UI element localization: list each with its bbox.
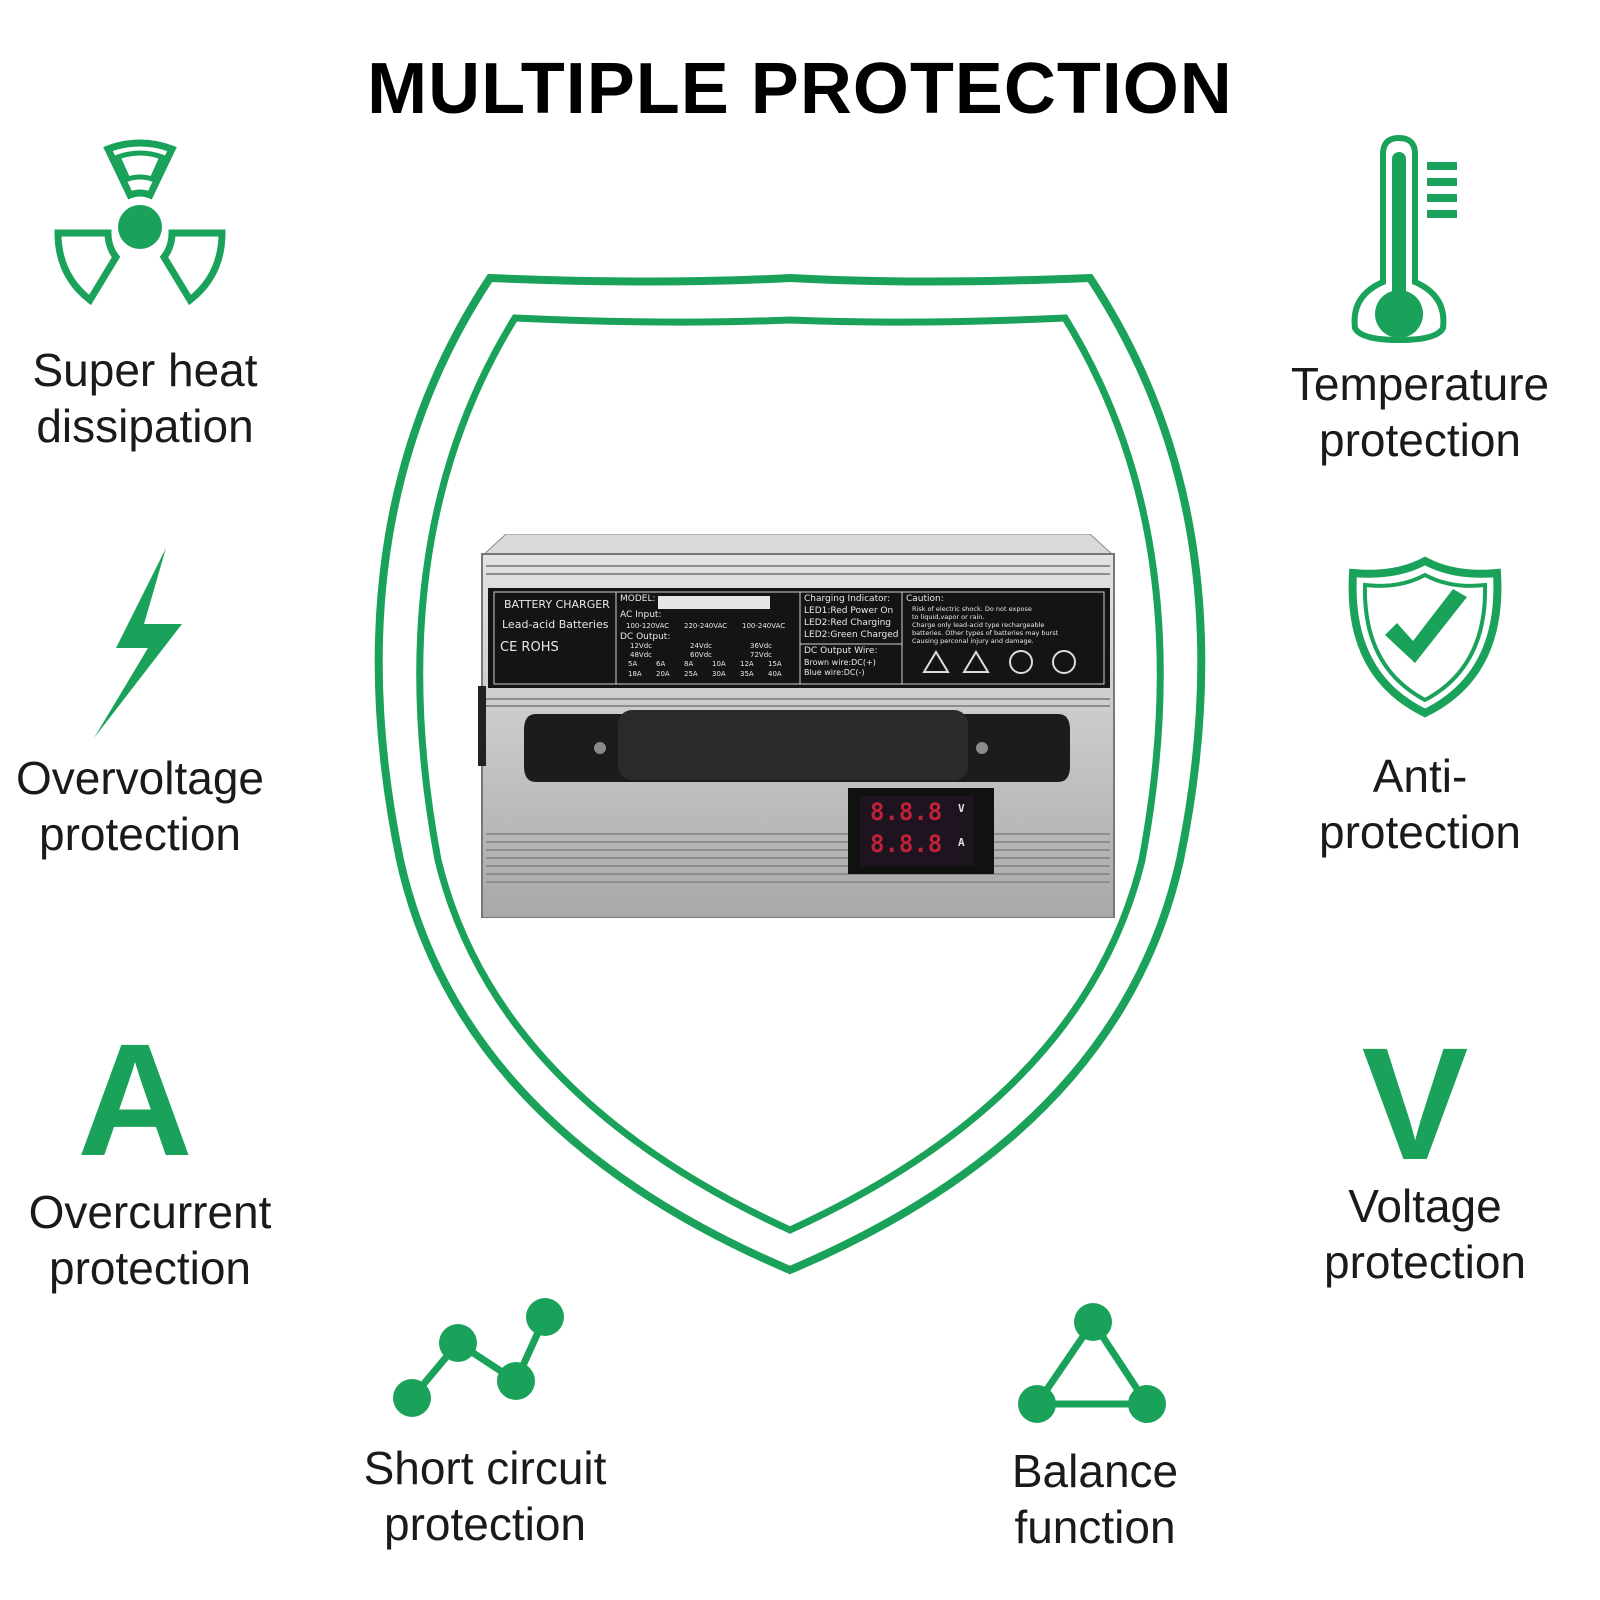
charger-ac-input-label: AC Input: xyxy=(620,610,662,620)
feature-super-heat-dissipation: Super heat dissipation xyxy=(32,344,258,452)
charger-wire-title: DC Output Wire: xyxy=(804,646,878,656)
charger-indicator-title: Charging Indicator: xyxy=(804,594,891,604)
charger-brand: BATTERY CHARGER xyxy=(504,598,610,611)
feature-short-circuit-protection: Short circuit protection xyxy=(363,1442,607,1550)
feature-temperature-protection: Temperature protection xyxy=(1290,358,1550,466)
display-unit-v: V xyxy=(958,802,965,815)
lightning-bolt-icon xyxy=(94,548,182,738)
letter-v-icon: V xyxy=(1361,1014,1469,1193)
charger-dc-output-label: DC Output: xyxy=(620,632,671,642)
radiation-icon xyxy=(54,139,226,306)
feature-voltage-protection: Voltage protection xyxy=(1323,1180,1526,1288)
display-unit-a: A xyxy=(958,836,965,849)
thermometer-icon xyxy=(1351,134,1457,344)
feature-overcurrent-protection: Overcurrent protection xyxy=(28,1186,272,1294)
charger-body xyxy=(478,534,1116,918)
zigzag-nodes-icon xyxy=(393,1298,564,1417)
battery-charger-image: BATTERY CHARGER Lead-acid Batteries CE R… xyxy=(478,534,1138,918)
shield-check-icon xyxy=(1348,556,1502,718)
feature-anti-protection: Anti- protection xyxy=(1318,750,1521,858)
display-current: 8.8.8 xyxy=(870,830,943,858)
letter-a-icon: A xyxy=(77,1010,193,1189)
charger-battery-type: Lead-acid Batteries xyxy=(502,618,609,631)
charger-model-label: MODEL: xyxy=(620,594,656,604)
feature-overvoltage-protection: Overvoltage protection xyxy=(15,752,264,860)
page-title: MULTIPLE PROTECTION xyxy=(367,49,1233,129)
charger-caution-title: Caution: xyxy=(906,594,944,604)
charger-certs: CE ROHS xyxy=(500,640,559,655)
display-voltage: 8.8.8 xyxy=(870,798,943,826)
triangle-nodes-icon xyxy=(1018,1303,1166,1423)
feature-balance-function: Balance function xyxy=(1011,1445,1179,1553)
